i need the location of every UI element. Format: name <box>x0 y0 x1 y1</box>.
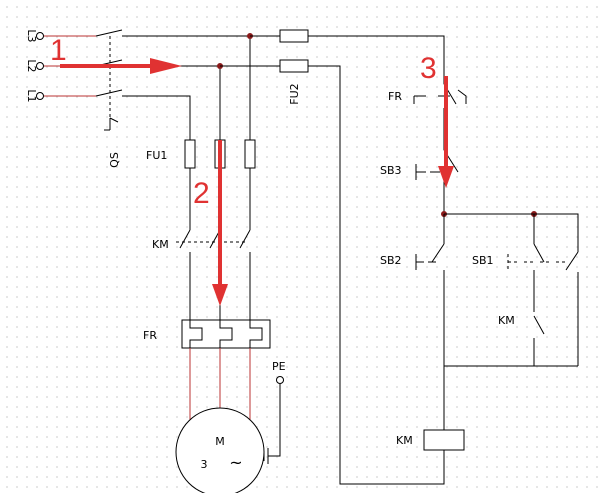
fr-main-label: FR <box>143 329 157 342</box>
fr-overload-box <box>181 319 271 349</box>
terminal-l2 <box>36 62 44 70</box>
arrow-3-head <box>438 166 454 188</box>
motor-symbol <box>175 407 265 493</box>
annotation-3: 3 <box>420 52 437 85</box>
sb1-label: SB1 <box>472 254 494 267</box>
terminal-l3 <box>36 32 44 40</box>
sb2-label: SB2 <box>380 254 402 267</box>
fu1-fuse-1 <box>184 139 196 169</box>
annotations: 1 2 3 <box>50 34 454 306</box>
arrow-1-head <box>150 58 182 74</box>
qs-switch: QS <box>95 29 250 168</box>
km-coil <box>423 429 465 451</box>
terminal-l1 <box>36 92 44 100</box>
arrow-2-head <box>212 284 228 306</box>
motor: M 3 ~ <box>175 407 265 493</box>
fu2-fuse-1 <box>279 29 309 43</box>
km-aux-label: KM <box>498 314 515 327</box>
fu2-fuse-2 <box>279 59 309 73</box>
km-main-label: KM <box>152 238 169 251</box>
km-main-contacts: KM <box>152 229 251 320</box>
pe-label: PE <box>272 360 286 373</box>
fu2-label: FU2 <box>288 83 301 104</box>
fu1-fuse-3 <box>244 139 256 169</box>
annotation-2: 2 <box>193 177 210 210</box>
motor-m-label: M <box>215 435 225 448</box>
fr-overload: FR <box>143 319 271 349</box>
power-circuit: FU1 KM FR PE <box>143 33 286 493</box>
control-circuit: FU2 FR SB3 SB2 SB1 KM KM <box>220 29 579 485</box>
qs-label: QS <box>108 152 121 168</box>
fr-ctrl-label: FR <box>388 90 402 103</box>
sb3-label: SB3 <box>380 164 402 177</box>
annotation-1: 1 <box>50 34 67 67</box>
line-label-l3: L3 <box>25 29 38 42</box>
motor-phase-label: 3 <box>201 458 208 471</box>
km-coil-label: KM <box>396 434 413 447</box>
line-label-l1: L1 <box>25 89 38 102</box>
line-label-l2: L2 <box>25 59 38 72</box>
supply-lines: L3 L2 L1 <box>25 29 96 103</box>
pe-terminal <box>276 376 284 384</box>
motor-ac-symbol: ~ <box>229 453 242 472</box>
fu1-label: FU1 <box>146 149 167 162</box>
